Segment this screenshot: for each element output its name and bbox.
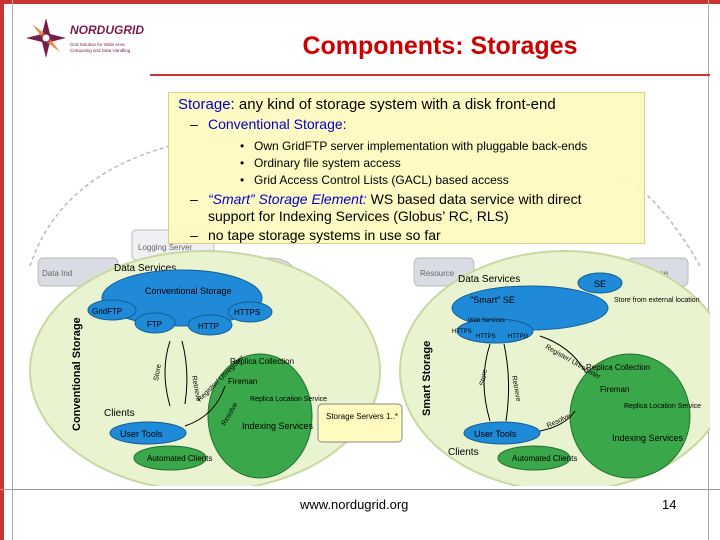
- indexing-services-right-label: Indexing Services: [612, 433, 684, 443]
- footer-url: www.nordugrid.org: [300, 497, 409, 512]
- compass-icon: [26, 18, 66, 58]
- conventional-storage-side-label: Conventional Storage: [71, 317, 83, 431]
- user-tools-right-label: User Tools: [474, 429, 517, 439]
- logo-tagline-1: Grid Solution for Wide Area: [70, 42, 125, 47]
- replica-collection-left-label: Replica Collection: [230, 357, 294, 366]
- callout-bullet-1: •Own GridFTP server implementation with …: [240, 139, 588, 153]
- page-number: 14: [662, 497, 677, 512]
- storage-servers-label: Storage Servers 1..*: [326, 412, 398, 421]
- callout-bullet-2: •Ordinary file system access: [240, 156, 401, 170]
- bullet-2-text: Ordinary file system access: [254, 156, 401, 170]
- data-services-left-label: Data Services: [114, 263, 176, 274]
- smart-se-text: WS based data service with direct: [366, 191, 582, 207]
- bullet-1-text: Own GridFTP server implementation with p…: [254, 139, 588, 153]
- slide-frame-bottom: [0, 489, 720, 490]
- indexing-services-right-node: [569, 353, 691, 479]
- automated-clients-right-label: Automated Clients: [512, 454, 577, 463]
- indexing-services-left-node: [207, 353, 313, 479]
- automated-clients-left-node: [133, 445, 207, 471]
- storage-definition: : any kind of storage system with a disk…: [230, 96, 556, 113]
- callout-line-storage: Storage: any kind of storage system with…: [178, 96, 556, 113]
- storage-servers-box: [317, 403, 403, 443]
- slide-title: Components: Storages: [302, 32, 578, 60]
- rls-right-label: Replica Location Service: [624, 403, 701, 410]
- https-label: HTTPS: [234, 308, 260, 317]
- tape-text: no tape storage systems in use so far: [208, 227, 441, 243]
- fireman-left-label: Fireman: [228, 377, 257, 386]
- https-g-label: HTTPS: [476, 334, 496, 340]
- data-ind-label: Data Ind: [42, 269, 72, 278]
- slide-frame-top: [0, 0, 720, 4]
- web-services-label: Web Services: [468, 318, 505, 324]
- user-tools-left-label: User Tools: [120, 429, 163, 439]
- logo-tagline-2: Computing and Data Handling: [70, 48, 131, 53]
- automated-clients-right-node: [497, 445, 571, 471]
- conventional-storage-node-label: Conventional Storage: [145, 286, 232, 296]
- title-underline: [150, 74, 710, 76]
- rls-left-label: Replica Location Service: [250, 396, 327, 403]
- replica-collection-right-label: Replica Collection: [586, 363, 650, 372]
- gridftp-label: GridFTP: [92, 307, 122, 316]
- storage-highlight: Storage: [178, 96, 231, 113]
- callout-item-smart: –“Smart” Storage Element: WS based data …: [190, 191, 582, 207]
- automated-clients-left-label: Automated Clients: [147, 454, 212, 463]
- conventional-storage-colon: :: [342, 116, 347, 132]
- https-small-label: HTTPS: [452, 329, 472, 335]
- nordugrid-logo: NORDUGRID Grid Solution for Wide Area Co…: [26, 18, 144, 58]
- clients-left-label: Clients: [104, 408, 135, 419]
- arrow-retrieve-left: Retrieve: [190, 375, 201, 402]
- arrow-retrieve-right: Retrieve: [510, 375, 521, 402]
- conventional-storage-highlight: Conventional Storage: [208, 116, 343, 132]
- logo-name: NORDUGRID: [70, 23, 144, 37]
- callout-item-smart-line2: support for Indexing Services (Globus’ R…: [208, 208, 509, 224]
- indexing-services-left-label: Indexing Services: [242, 421, 314, 431]
- callout-item-conventional: –Conventional Storage:: [190, 116, 347, 132]
- store-from-external-label: Store from external location: [614, 297, 700, 304]
- callout-bullet-3: •Grid Access Control Lists (GACL) based …: [240, 173, 509, 187]
- smart-se-label: "Smart" SE: [470, 295, 515, 305]
- arrow-store-right: Store: [479, 369, 489, 387]
- smart-se-highlight: “Smart” Storage Element:: [208, 191, 367, 207]
- se-label: SE: [594, 279, 606, 289]
- slide-frame-guide-right: [708, 0, 709, 540]
- bullet-3-text: Grid Access Control Lists (GACL) based a…: [254, 173, 509, 187]
- storage-callout: [168, 92, 645, 244]
- arrow-store-left: Store: [153, 364, 163, 382]
- slide-frame-guide-left: [12, 0, 13, 540]
- user-tools-right-node: [463, 421, 541, 445]
- httpg-label: HTTPG: [508, 334, 529, 340]
- fireman-right-label: Fireman: [600, 385, 629, 394]
- ftp-label: FTP: [147, 320, 162, 329]
- resource-label: Resource: [420, 269, 455, 278]
- storage-diagram: Data Ind Logging Server Resource Databas…: [29, 145, 710, 486]
- smart-storage-side-label: Smart Storage: [421, 341, 433, 416]
- data-services-right-label: Data Services: [458, 274, 520, 285]
- logging-server-label: Logging Server: [138, 243, 193, 252]
- slide-frame-left: [0, 0, 4, 540]
- http-label: HTTP: [198, 322, 219, 331]
- callout-item-tape: –no tape storage systems in use so far: [190, 227, 441, 243]
- conventional-storage-node: [101, 269, 263, 327]
- user-tools-left-node: [109, 421, 187, 445]
- clients-right-label: Clients: [448, 447, 479, 458]
